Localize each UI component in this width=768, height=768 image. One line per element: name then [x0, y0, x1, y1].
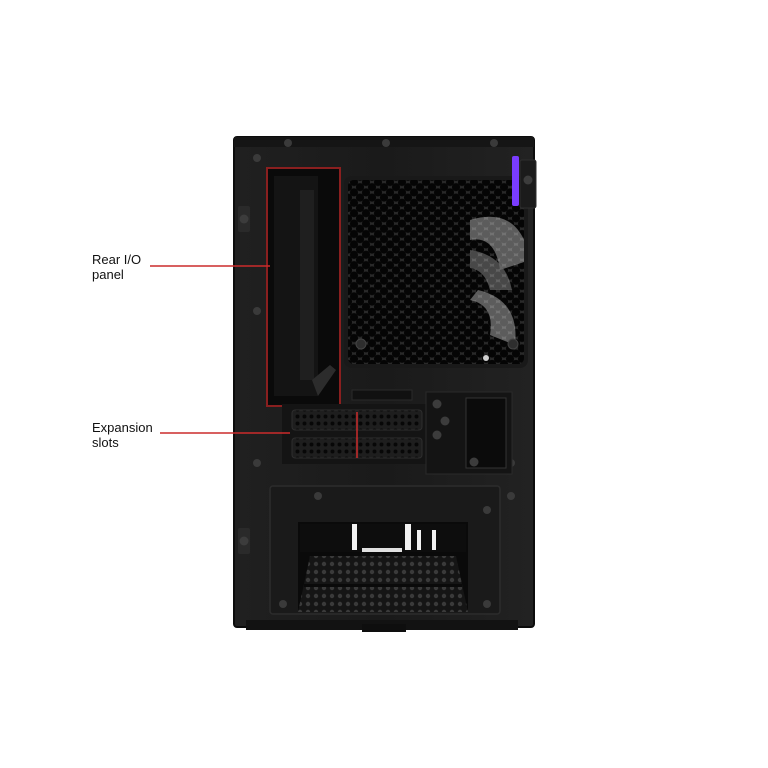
- screw-icon: [253, 459, 261, 467]
- screw-icon: [279, 600, 287, 608]
- screw-icon: [314, 492, 322, 500]
- expansion-slots-label-line1: Expansion: [92, 420, 153, 435]
- expansion-slots-label: Expansion slots: [92, 420, 153, 450]
- case-foot-tab: [362, 624, 406, 632]
- screw-icon: [382, 139, 390, 147]
- screw-icon: [483, 355, 489, 361]
- screw-icon: [490, 139, 498, 147]
- screw-icon: [432, 430, 442, 440]
- screw-icon: [483, 600, 491, 608]
- psu-light-bar: [362, 548, 402, 552]
- psu-light-slit-4: [432, 530, 436, 550]
- psu-floor-rail: [304, 584, 462, 587]
- screw-icon: [507, 492, 515, 500]
- expansion-slots-label-line2: slots: [92, 435, 119, 450]
- psu-light-slit-3: [417, 530, 421, 550]
- expansion-slot-1: [291, 409, 423, 431]
- psu-light-slit-1: [352, 524, 357, 550]
- screw-icon: [440, 416, 450, 426]
- screw-icon: [483, 506, 491, 514]
- rear-io-label-line2: panel: [92, 267, 124, 282]
- screw-icon: [432, 399, 442, 409]
- psu-back-wall: [300, 524, 466, 552]
- accent-strip: [512, 156, 519, 206]
- screw-icon: [239, 214, 249, 224]
- rear-io-label-line1: Rear I/O: [92, 252, 142, 267]
- screw-icon: [284, 139, 292, 147]
- expansion-slot-2: [291, 437, 423, 459]
- screw-icon: [253, 307, 261, 315]
- screw-icon: [355, 338, 367, 350]
- rear-io-label: Rear I/O panel: [92, 252, 141, 282]
- screw-icon: [523, 175, 533, 185]
- screw-icon: [239, 536, 249, 546]
- rear-io-clip: [312, 365, 336, 396]
- fan-blades: [348, 180, 524, 364]
- screw-icon: [469, 457, 479, 467]
- screw-icon: [253, 154, 261, 162]
- vertical-bracket-slot: [465, 397, 507, 469]
- rear-io-bracket: [300, 190, 314, 380]
- psu-light-slit-2: [405, 524, 411, 550]
- fan-lower-bar: [351, 389, 413, 401]
- screw-icon: [507, 338, 519, 350]
